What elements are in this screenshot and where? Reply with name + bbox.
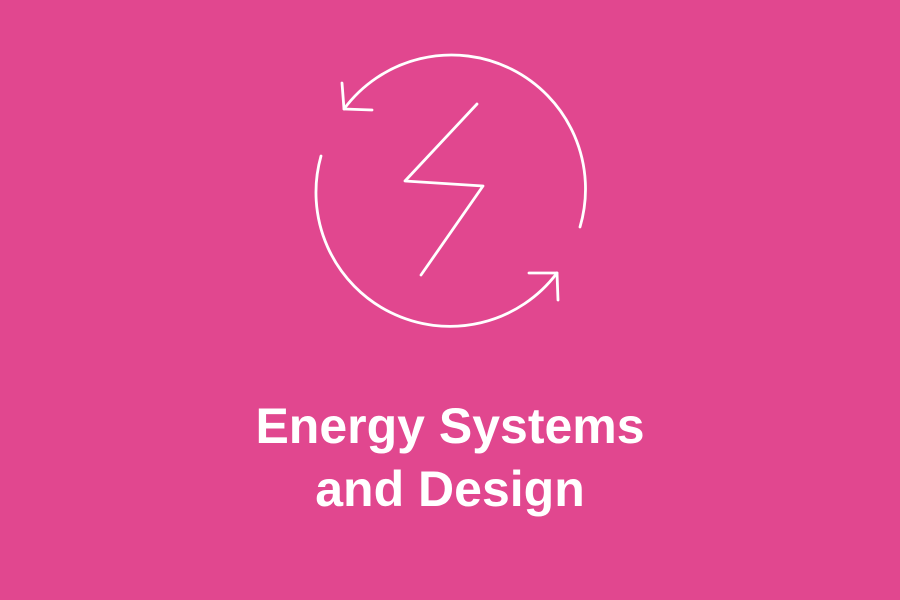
cycle-bottom-arc	[314, 154, 559, 328]
card-title-line-1: Energy Systems	[255, 398, 645, 454]
cycle-top-arrowhead	[340, 81, 374, 112]
lightning-bolt-icon	[403, 102, 485, 277]
cycle-top-arc	[342, 53, 587, 229]
card-title-line-2: and Design	[315, 461, 585, 517]
card-title: Energy Systems and Design	[0, 395, 900, 521]
cycle-bottom-arrowhead	[527, 271, 560, 302]
energy-cycle-icon	[314, 53, 587, 328]
